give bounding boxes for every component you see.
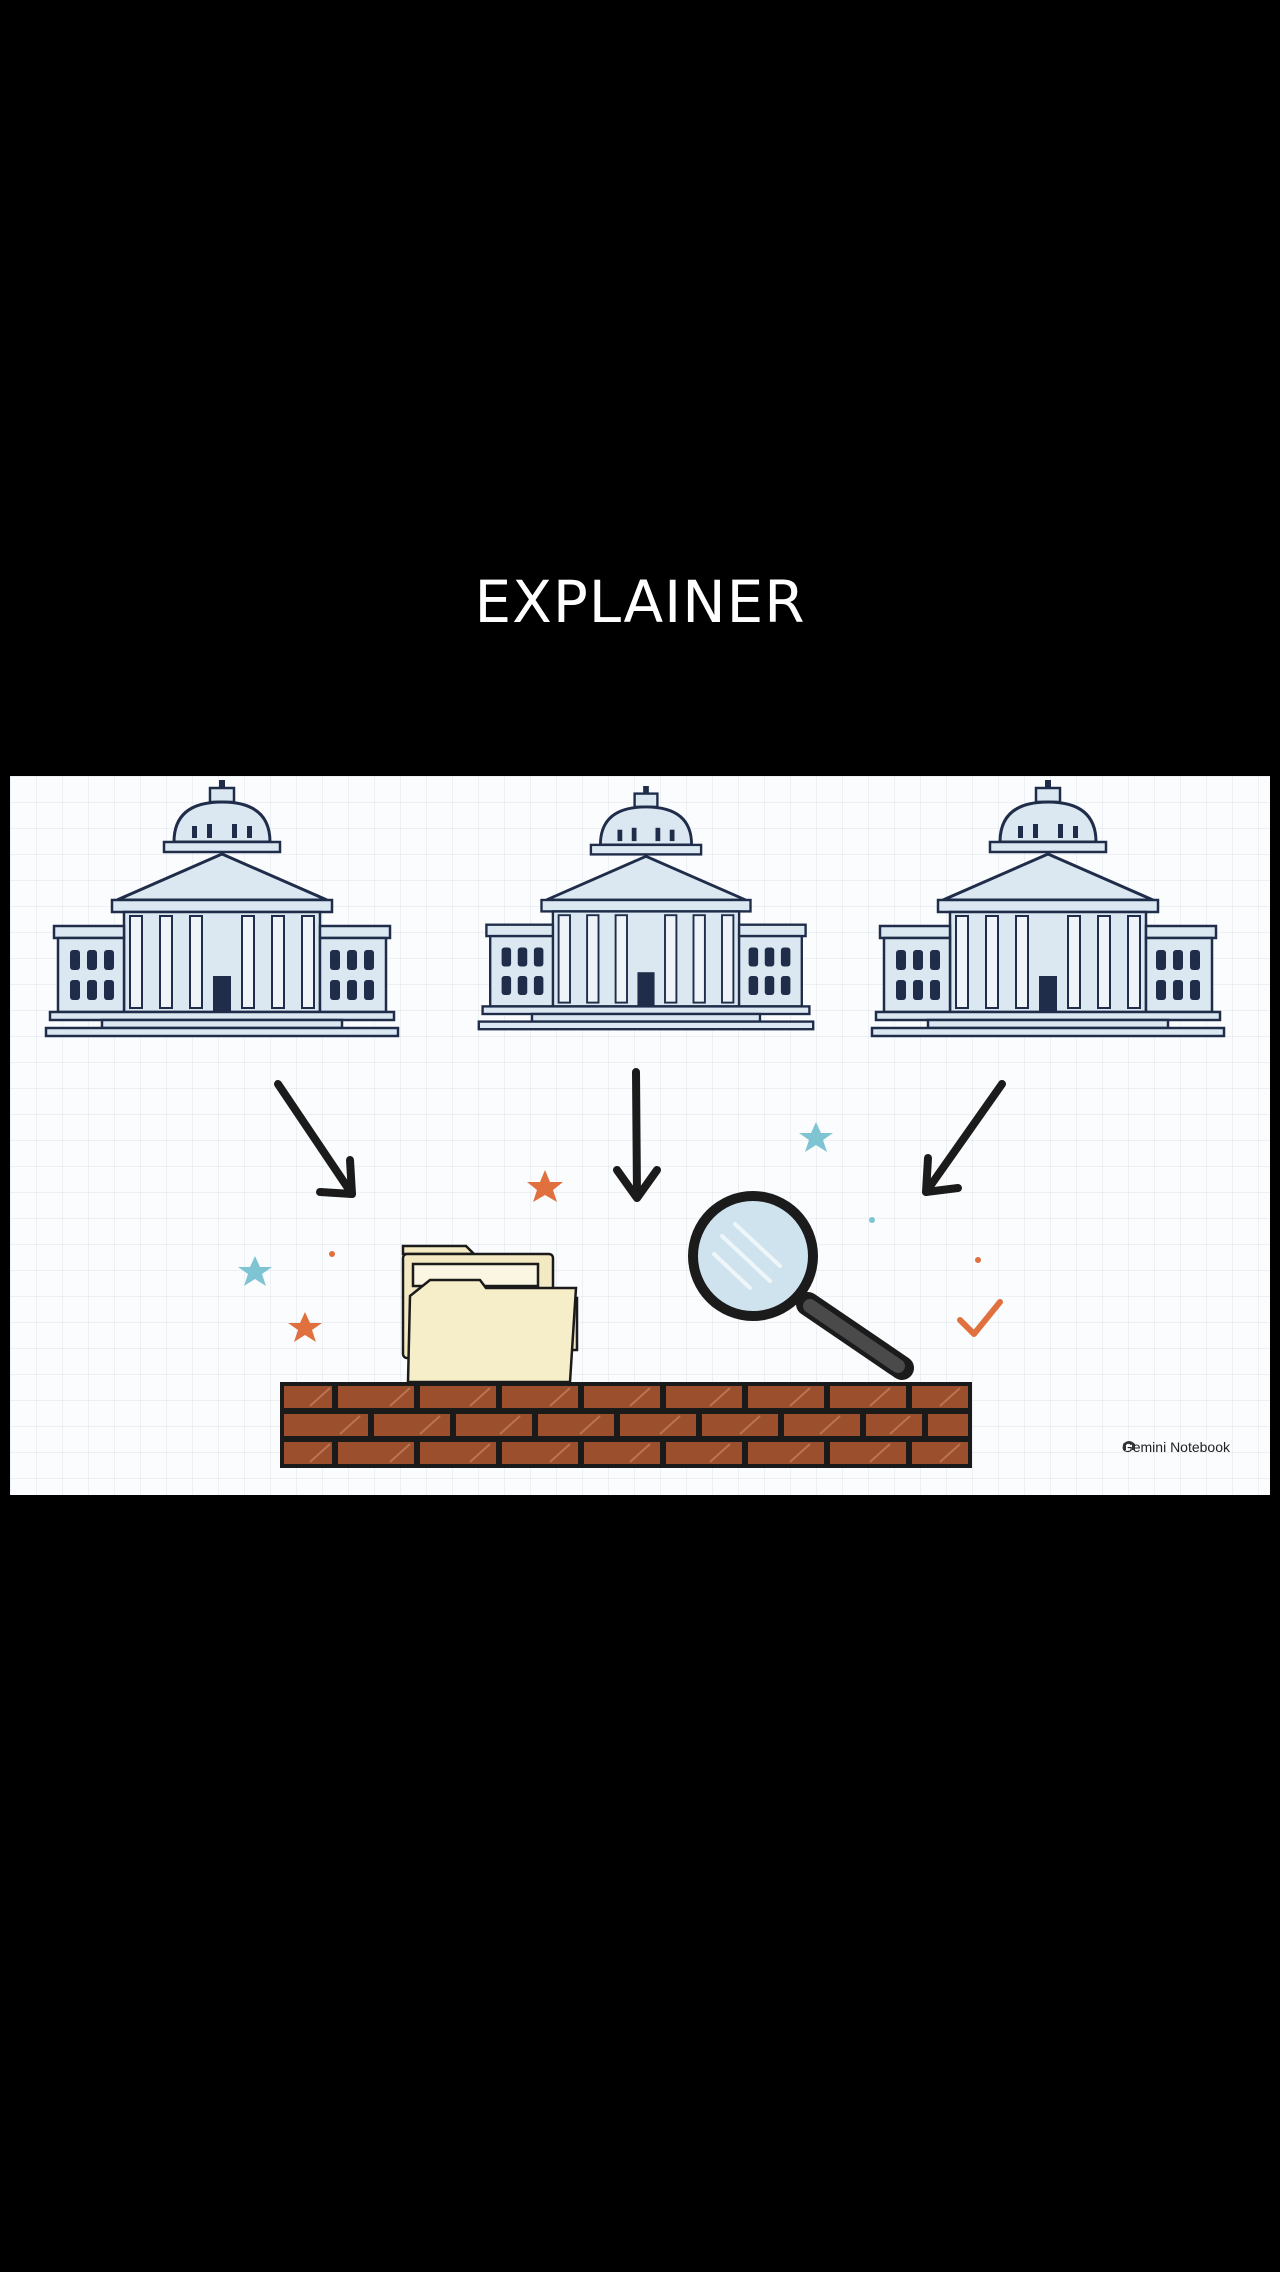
magnifying-glass-icon (688, 1191, 914, 1380)
government-building-icon (477, 784, 815, 1031)
star-icon (238, 1256, 272, 1286)
dot-icon (869, 1217, 875, 1223)
notebook-icon (1122, 1441, 1135, 1450)
government-building-icon (870, 778, 1226, 1038)
dot-icon (975, 1257, 981, 1263)
page-title: EXPLAINER (474, 568, 806, 636)
star-icon (799, 1122, 833, 1152)
arrow-down-left-icon (922, 1080, 1006, 1196)
illustration-panel: Gemini Notebook (10, 776, 1270, 1495)
watermark: Gemini Notebook (1122, 1439, 1230, 1455)
illustration-svg (44, 778, 1226, 1468)
arrow-down-icon (613, 1068, 661, 1202)
brick-wall-icon (280, 1382, 972, 1468)
arrow-down-right-icon (274, 1080, 356, 1198)
star-icon (288, 1312, 322, 1342)
checkmark-icon (957, 1299, 1003, 1337)
watermark-text: Gemini Notebook (1121, 1439, 1230, 1455)
folder-icon (401, 1244, 579, 1384)
government-building-icon (44, 778, 400, 1038)
star-icon (527, 1170, 563, 1202)
dot-icon (329, 1251, 335, 1257)
